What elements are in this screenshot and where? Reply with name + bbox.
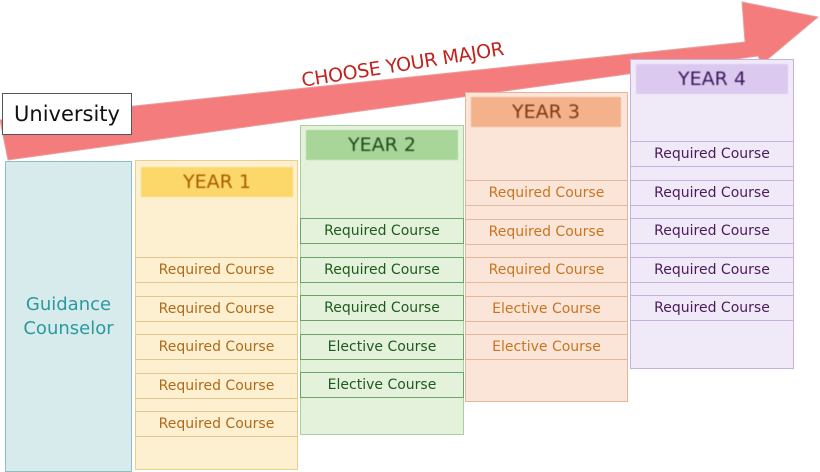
year-4-course-3: Required Course — [630, 218, 794, 244]
year-1-course-2: Required Course — [135, 295, 298, 322]
guidance-counselor-column: Guidance Counselor — [5, 161, 132, 472]
year-3-header: YEAR 3 — [471, 97, 621, 127]
year-2-course-1: Required Course — [300, 218, 464, 244]
year-1-course-5: Required Course — [135, 411, 298, 437]
year-3-course-4: Elective Course — [465, 295, 628, 322]
year-4-course-5: Required Course — [630, 295, 794, 321]
year-2-column — [300, 125, 464, 435]
year-3-course-2: Required Course — [465, 218, 628, 245]
year-1-course-3: Required Course — [135, 334, 298, 360]
year-2-course-2: Required Course — [300, 256, 464, 283]
guidance-label-line2: Counselor — [23, 317, 114, 339]
year-2-course-5: Elective Course — [300, 372, 464, 398]
year-4-course-2: Required Course — [630, 179, 794, 206]
arrow-shape — [0, 1, 820, 161]
guidance-label-line1: Guidance — [25, 294, 112, 316]
year-2-course-3: Required Course — [300, 295, 464, 321]
year-2-header: YEAR 2 — [306, 130, 458, 160]
year-1-course-4: Required Course — [135, 372, 298, 399]
year-1-header: YEAR 1 — [141, 167, 293, 197]
year-3-course-5: Elective Course — [465, 334, 628, 360]
year-4-course-4: Required Course — [630, 256, 794, 283]
year-4-course-1: Required Course — [630, 141, 794, 167]
year-3-course-1: Required Course — [465, 180, 628, 206]
year-4-column — [630, 59, 794, 369]
year-2-course-4: Elective Course — [300, 333, 464, 360]
university-label: University — [14, 102, 120, 126]
university-box: University — [2, 93, 132, 135]
year-4-header: YEAR 4 — [636, 64, 788, 94]
year-3-column — [465, 92, 628, 402]
year-3-course-3: Required Course — [465, 257, 628, 283]
year-1-course-1: Required Course — [135, 257, 298, 283]
